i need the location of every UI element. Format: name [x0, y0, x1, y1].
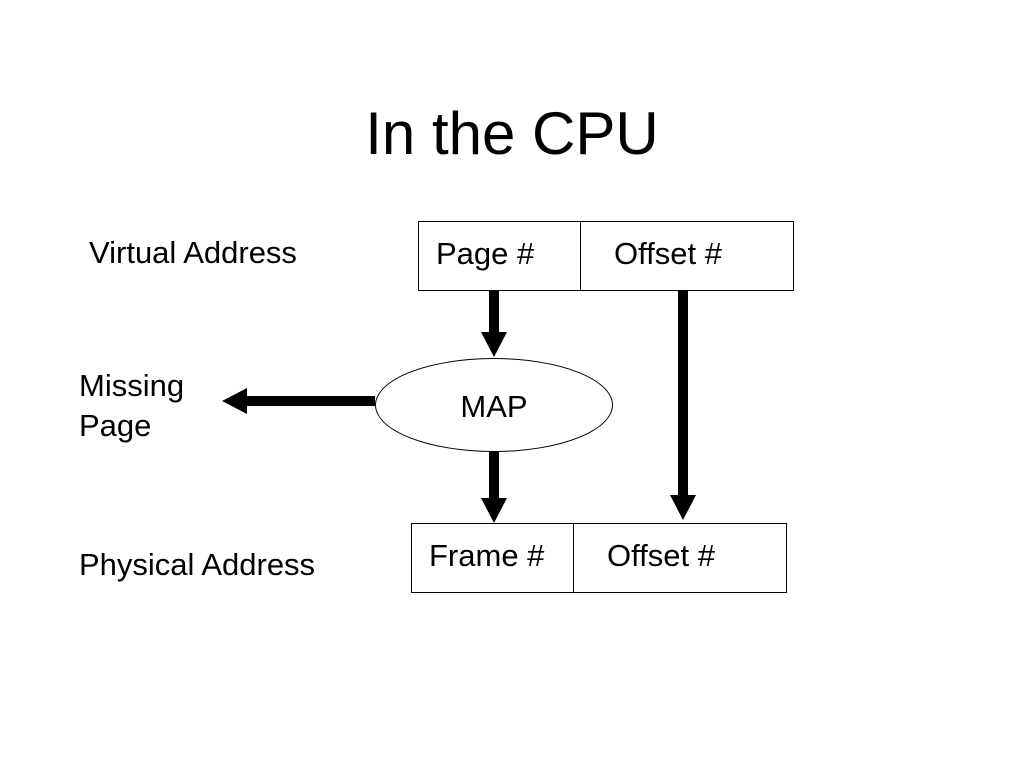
virtual-address-label: Virtual Address [89, 235, 297, 270]
physical-address-box: Frame # Offset # [411, 523, 787, 593]
map-node: MAP [375, 358, 613, 452]
frame-number-field: Frame # [412, 524, 574, 592]
virtual-address-box: Page # Offset # [418, 221, 794, 291]
page-number-field: Page # [419, 222, 581, 290]
arrow-page-to-map [481, 291, 507, 357]
physical-offset-field: Offset # [574, 524, 786, 592]
arrow-map-to-missing-page [222, 388, 375, 414]
physical-offset-text: Offset # [607, 538, 715, 573]
arrow-map-to-frame [481, 452, 507, 523]
missing-page-label: Missing Page [79, 366, 229, 446]
page-number-text: Page # [436, 236, 535, 271]
frame-number-text: Frame # [429, 538, 545, 573]
arrow-offset-to-offset [670, 291, 696, 520]
missing-page-label-line1: Missing [79, 368, 185, 403]
slide-title: In the CPU [365, 100, 659, 167]
virtual-offset-text: Offset # [614, 236, 722, 271]
physical-address-label: Physical Address [79, 547, 316, 582]
virtual-offset-field: Offset # [581, 222, 793, 290]
missing-page-label-line2: Page [79, 408, 152, 443]
map-label: MAP [460, 389, 528, 424]
